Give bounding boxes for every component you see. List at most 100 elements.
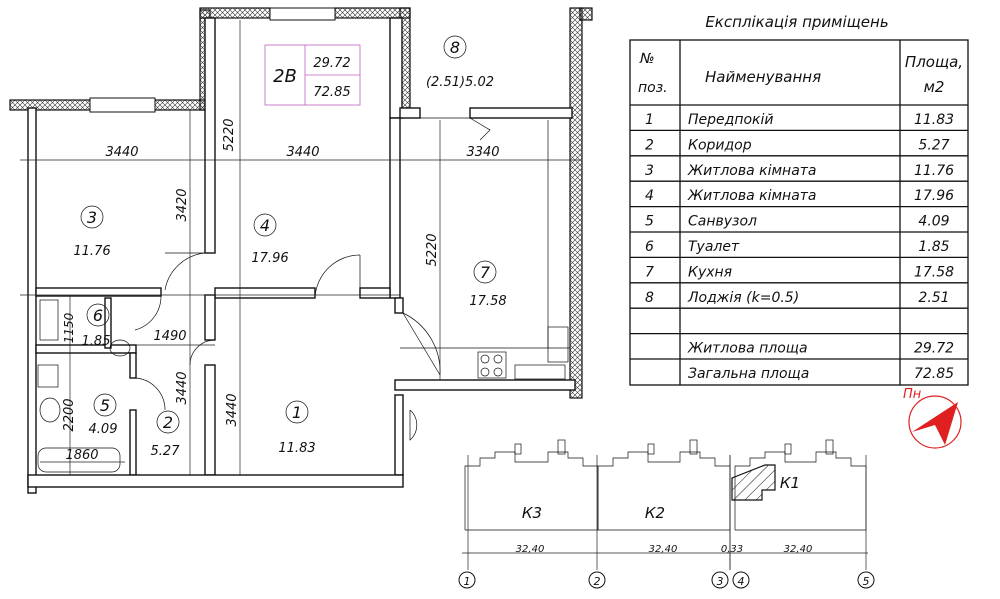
dim-3440-corridor: 3440 — [175, 371, 190, 404]
stair-icon — [514, 443, 522, 455]
dim-1150: 1150 — [62, 312, 76, 343]
row-num: 8 — [645, 290, 654, 306]
row-name: Туалет — [688, 239, 740, 255]
row-num: 7 — [645, 264, 654, 280]
row-name: Житлова площа — [687, 341, 808, 357]
row-area: 17.96 — [914, 188, 954, 204]
axis-marker — [458, 571, 476, 589]
dimension-texts: 3440 3440 3340 5220 3420 5220 1490 1150 … — [62, 118, 500, 463]
room-7-number: 7 — [480, 263, 491, 282]
north-arrow-icon — [912, 402, 958, 445]
axis-marker — [711, 571, 729, 589]
axis-label: 4 — [738, 575, 745, 588]
row-num: 2 — [645, 137, 654, 153]
room-5-area: 4.09 — [89, 422, 118, 437]
row-num: 5 — [645, 214, 654, 230]
dim-5220-room4: 5220 — [222, 118, 237, 151]
room-8-number: 8 — [450, 38, 460, 57]
room-5-number: 5 — [100, 396, 110, 415]
axis-marker — [588, 571, 606, 589]
key-plan-building — [734, 451, 867, 531]
dim-2200: 2200 — [62, 398, 77, 431]
header-num-pos: поз. — [638, 80, 668, 96]
room-2-area: 5.27 — [151, 444, 181, 459]
header-name: Найменування — [705, 68, 821, 86]
room-4-number: 4 — [260, 216, 270, 235]
compass-icon — [908, 395, 962, 449]
row-area: 72.85 — [914, 366, 954, 382]
dim-3440-hall: 3440 — [225, 393, 240, 426]
interior-walls — [27, 17, 576, 494]
room-8-area: (2.51)5.02 — [426, 75, 494, 90]
dim-1490: 1490 — [153, 329, 186, 344]
span-4-5: 32,40 — [784, 544, 813, 555]
header-area: Площа, — [905, 53, 963, 71]
row-name: Передпокій — [688, 112, 773, 128]
stair-icon — [647, 443, 655, 455]
axis-label: 3 — [717, 575, 724, 588]
bathtub — [37, 447, 121, 473]
row-name: Житлова кімната — [687, 188, 817, 204]
row-area: 4.09 — [918, 214, 949, 230]
apartment-living-area: 29.72 — [313, 56, 350, 71]
dim-3440-top-mid: 3440 — [286, 145, 319, 160]
row-name: Житлова кімната — [687, 163, 817, 179]
fixtures — [37, 120, 570, 473]
row-num: 6 — [645, 239, 654, 255]
row-area: 17.58 — [914, 264, 954, 280]
section-k3: К3 — [522, 504, 542, 522]
axis-marker — [857, 571, 875, 589]
dim-3340-top-right: 3340 — [466, 145, 499, 160]
header-area-unit: м2 — [924, 78, 945, 96]
row-name: Загальна площа — [688, 366, 809, 382]
row-num: 3 — [645, 163, 654, 179]
span-3-4: 0,33 — [721, 544, 743, 555]
row-name: Кухня — [688, 264, 732, 280]
row-num: 4 — [645, 188, 654, 204]
explication-table: Експлікація приміщень № поз. Найменуванн… — [629, 13, 969, 386]
room-1-number: 1 — [292, 403, 302, 422]
row-area: 29.72 — [914, 341, 954, 357]
stair-icon — [689, 439, 698, 455]
key-plan-building — [597, 451, 731, 531]
room-6-number: 6 — [93, 306, 103, 325]
row-name: Коридор — [688, 137, 752, 153]
north-arrow: Пн — [903, 387, 962, 449]
span-1-2: 32,40 — [516, 544, 545, 555]
row-num: 1 — [645, 112, 654, 128]
fridge — [547, 326, 569, 363]
dimension-lines — [20, 20, 580, 475]
sink-wc — [39, 299, 59, 341]
room-4-area: 17.96 — [251, 251, 288, 266]
room-3-number: 3 — [87, 208, 97, 227]
room-2-number: 2 — [163, 413, 173, 432]
toilet — [109, 339, 131, 357]
section-k1-highlight — [731, 464, 776, 501]
section-k1: К1 — [780, 474, 800, 492]
washing-machine — [37, 364, 59, 388]
row-area: 2.51 — [918, 290, 949, 306]
row-name: Санвузол — [688, 214, 757, 230]
room-7-area: 17.58 — [469, 294, 506, 309]
apartment-total-area: 72.85 — [313, 85, 350, 100]
dim-1860: 1860 — [65, 448, 98, 463]
kitchen-sink — [514, 364, 566, 380]
row-area: 1.85 — [918, 239, 949, 255]
apartment-type: 2В — [273, 66, 297, 87]
row-name: Лоджія (k=0.5) — [687, 290, 799, 306]
axis-label: 2 — [594, 575, 601, 588]
room-labels: 1 11.83 2 5.27 3 11.76 4 17.96 5 4.09 6 … — [73, 35, 507, 459]
header-num: № — [639, 51, 655, 67]
dim-5220-kitchen: 5220 — [425, 233, 440, 266]
washbasin — [39, 397, 61, 423]
stove — [477, 351, 507, 379]
axis-label: 5 — [863, 575, 870, 588]
span-2-3: 32,40 — [649, 544, 678, 555]
room-6-area: 1.85 — [82, 334, 111, 349]
room-3-area: 11.76 — [73, 244, 110, 259]
key-plan-building — [464, 451, 599, 531]
north-label: Пн — [903, 387, 922, 402]
row-area: 11.83 — [914, 112, 954, 128]
